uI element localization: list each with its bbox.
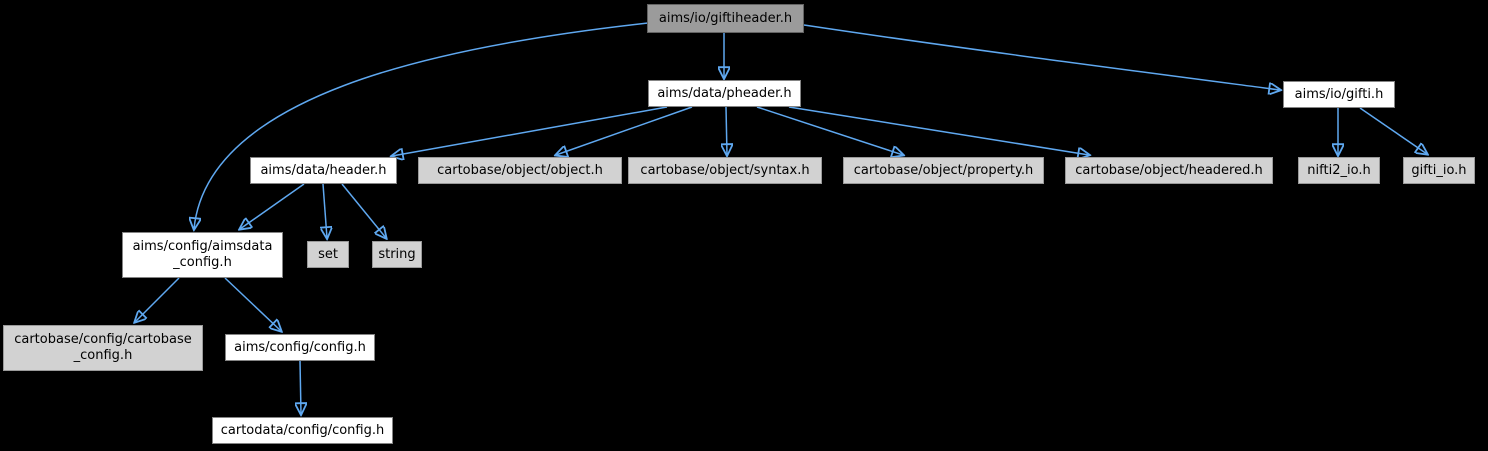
node-aims-io-giftiheader-h: aims/io/giftiheader.h — [647, 4, 804, 33]
node-cartobase-object-property-h: cartobase/object/property.h — [843, 157, 1044, 184]
node-cartodata-config-config-h[interactable]: cartodata/config/config.h — [212, 417, 393, 444]
edge-header-to-set — [323, 183, 327, 238]
edge-header-to-string — [341, 183, 386, 238]
node-aims-io-gifti-h[interactable]: aims/io/gifti.h — [1283, 81, 1395, 108]
edge-giftiheader-to-gifti — [803, 24, 1280, 90]
edge-aimsdata-to-cartobasecfg — [135, 277, 180, 322]
edge-gifti-to-giftiio — [1359, 107, 1427, 154]
node-cartobase-object-object-h: cartobase/object/object.h — [418, 157, 622, 184]
edge-aimsdata-to-aimscfg — [224, 277, 281, 331]
node-cartobase-object-headered-h: cartobase/object/headered.h — [1065, 157, 1273, 184]
edge-pheader-to-headered — [788, 106, 1089, 155]
edge-pheader-to-header — [392, 106, 668, 156]
edge-aimscfg-to-cartodatacfg — [300, 360, 301, 414]
node-aims-data-header-h[interactable]: aims/data/header.h — [250, 157, 397, 184]
node-aims-data-pheader-h[interactable]: aims/data/pheader.h — [648, 80, 801, 107]
node-cartobase-config-cartobase-config-h: cartobase/config/cartobase _config.h — [3, 325, 203, 371]
node-nifti2-io-h: nifti2_io.h — [1298, 157, 1380, 184]
edge-pheader-to-property — [756, 106, 903, 155]
node-string: string — [372, 241, 422, 268]
node-cartobase-object-syntax-h: cartobase/object/syntax.h — [628, 157, 822, 184]
edge-giftiheader-to-aimsdata — [194, 22, 649, 229]
edge-header-to-aimsdata — [240, 183, 305, 229]
node-aims-config-config-h[interactable]: aims/config/config.h — [225, 334, 375, 361]
node-aims-config-aimsdata-config-h[interactable]: aims/config/aimsdata _config.h — [122, 232, 283, 278]
edge-pheader-to-syntax — [726, 106, 727, 155]
node-set: set — [307, 241, 349, 268]
edge-pheader-to-object — [556, 106, 693, 155]
node-gifti-io-h: gifti_io.h — [1403, 157, 1475, 184]
